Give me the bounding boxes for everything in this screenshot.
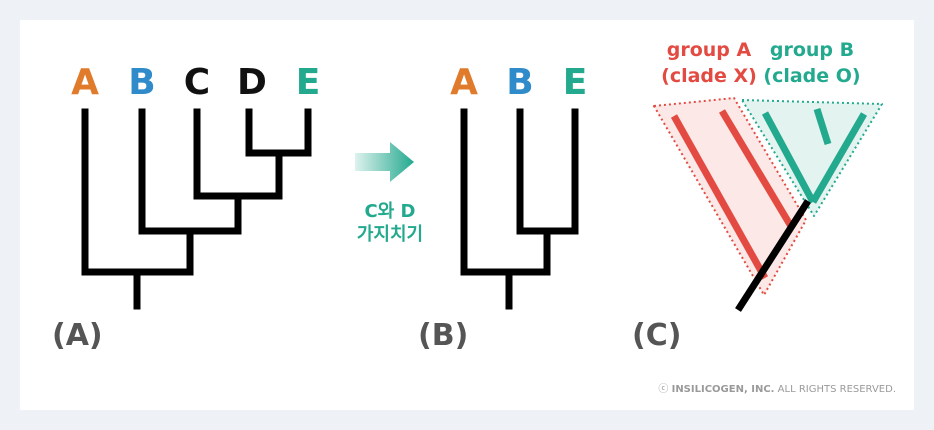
leaf-b-label: B	[506, 62, 533, 103]
panel-c-label: (C)	[632, 318, 681, 353]
arrow-text-line2: 가지치기	[357, 224, 423, 245]
copyright-symbol: ⓒ	[658, 383, 668, 395]
leaf-d-label: D	[237, 62, 267, 103]
phylogeny-figure: A B C D E (A) C와 D 가지치기 A B E (B) group …	[52, 39, 896, 395]
branch-group-a-1	[670, 114, 769, 280]
leaf-a-label: A	[71, 62, 99, 103]
group-b-title: group B	[770, 39, 854, 61]
group-a-subtitle: (clade X)	[661, 65, 757, 87]
branch-group-b-3	[813, 107, 832, 146]
arrow-text-line1: C와 D	[365, 201, 416, 222]
group-b-subtitle: (clade O)	[763, 65, 860, 87]
backbone-branch	[735, 199, 811, 312]
panel-b-label: (B)	[418, 318, 468, 353]
tree-b-branches	[460, 108, 579, 310]
branch-group-b-1	[761, 111, 817, 204]
leaf-b-label: B	[128, 62, 155, 103]
panel-a: A B C D E (A)	[52, 62, 320, 353]
copyright-rest: ALL RIGHTS RESERVED.	[778, 384, 896, 395]
prune-arrow: C와 D 가지치기	[355, 142, 423, 245]
leaf-c-label: C	[184, 62, 210, 103]
branch-group-b-2	[809, 112, 868, 204]
panel-a-label: (A)	[52, 318, 103, 353]
branch-be	[516, 108, 579, 235]
figure-canvas: A B C D E (A) C와 D 가지치기 A B E (B) group …	[20, 20, 914, 410]
group-a-title: group A	[667, 39, 752, 61]
leaf-a-label: A	[450, 62, 478, 103]
group-a-branches	[670, 109, 796, 280]
branch-abe	[460, 108, 551, 276]
leaf-e-label: E	[563, 62, 588, 103]
tree-a-branches	[81, 108, 312, 310]
branch-bcde	[138, 108, 242, 235]
copyright-notice: ⓒ INSILICOGEN, INC. ALL RIGHTS RESERVED.	[658, 383, 896, 395]
right-arrow-icon	[355, 142, 414, 182]
panel-c: group A (clade X) group B (clade O) (C)	[632, 39, 883, 353]
branch-abcde	[81, 108, 194, 276]
leaf-e-label: E	[296, 62, 321, 103]
copyright-company: INSILICOGEN, INC.	[672, 384, 775, 395]
group-b-branches	[761, 107, 868, 204]
branch-group-a-2	[718, 109, 796, 230]
panel-b: A B E (B)	[418, 62, 587, 353]
branch-de	[245, 108, 312, 157]
